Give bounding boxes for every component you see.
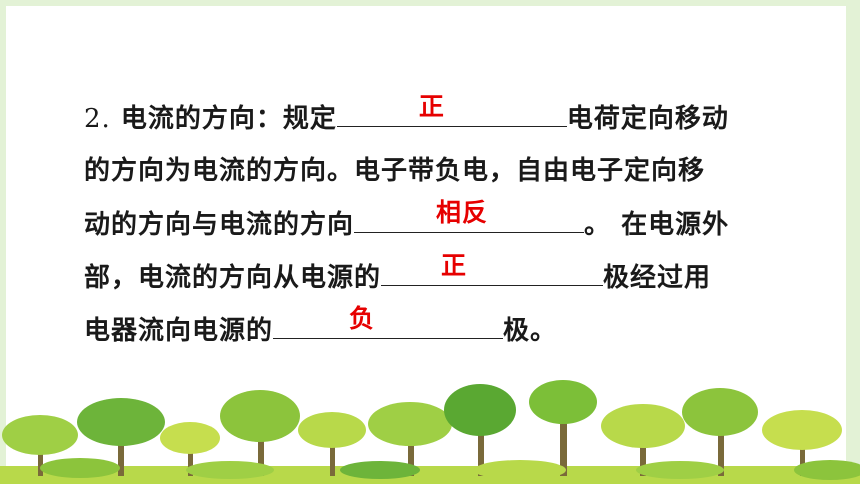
line1-before: 电流的方向：规定 <box>120 104 337 134</box>
line4-before: 部，电流的方向从电源的 <box>84 263 382 293</box>
line5-after: 极。 <box>503 316 558 346</box>
question-line-5: 电器流向电源的 负 极。 <box>84 304 784 357</box>
answer-blank-2: 相反 <box>354 198 585 233</box>
answer-blank-1: 正 <box>336 92 567 127</box>
tree <box>762 410 842 476</box>
line3-after: 。 在电源外 <box>584 210 730 240</box>
line3-before: 动的方向与电流的方向 <box>84 210 355 240</box>
tree <box>77 398 165 476</box>
answer-3: 正 <box>441 251 468 280</box>
answer-2: 相反 <box>436 198 489 227</box>
line1-after: 电荷定向移动 <box>566 104 729 134</box>
line4-after: 极经过用 <box>603 263 712 293</box>
line2-text: 的方向为电流的方向。电子带负电，自由电子定向移 <box>84 156 706 186</box>
tree <box>444 384 516 476</box>
tree <box>682 388 758 476</box>
answer-blank-3: 正 <box>381 251 604 286</box>
question-text: 2. 电流的方向：规定正电荷定向移动 的方向为电流的方向。电子带负电，自由电子定… <box>84 92 784 357</box>
tree <box>2 415 78 476</box>
tree-group <box>0 380 860 484</box>
answer-blank-4: 负 <box>273 304 504 339</box>
tree-decoration <box>0 380 860 484</box>
question-line-1: 2. 电流的方向：规定 正 电荷定向移动 <box>84 92 784 145</box>
tree <box>368 402 452 476</box>
ground-strip <box>0 466 860 484</box>
tree <box>220 390 300 476</box>
tree <box>529 380 597 476</box>
question-line-2: 的方向为电流的方向。电子带负电，自由电子定向移 <box>84 145 784 198</box>
question-line-3: 动的方向与电流的方向 相反 。 在电源外 <box>84 198 784 251</box>
tree <box>160 422 220 476</box>
answer-4: 负 <box>349 304 376 333</box>
question-line-4: 部，电流的方向从电源的 正 极经过用 <box>84 251 784 304</box>
tree <box>601 404 685 476</box>
question-number: 2. <box>84 104 111 134</box>
answer-1: 正 <box>418 92 445 121</box>
tree <box>298 412 366 476</box>
line5-before: 电器流向电源的 <box>84 316 274 346</box>
